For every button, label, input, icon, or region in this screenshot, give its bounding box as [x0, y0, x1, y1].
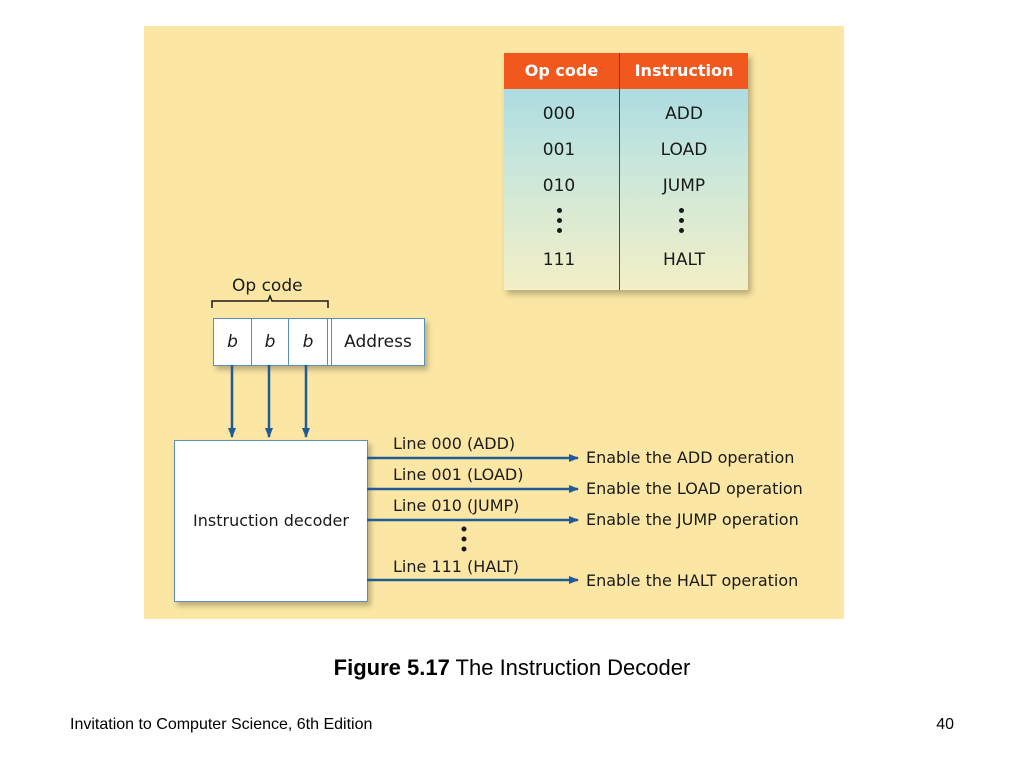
figure-number: Figure 5.17 [333, 655, 450, 680]
table-cell-instruction: LOAD [660, 140, 708, 160]
enable-operation-label: Enable the HALT operation [586, 571, 799, 590]
register-divider [288, 319, 289, 365]
table-ellipsis-dots [679, 208, 685, 238]
table-cell-instruction: JUMP [662, 176, 706, 196]
table-header-instruction: Instruction [620, 53, 748, 89]
opcode-table: Op code Instruction 000 ADD 001 LOAD 010… [504, 53, 748, 290]
register-divider [327, 319, 328, 365]
register-bit-cell: b [227, 332, 238, 352]
decoder-line-label: Line 111 (HALT) [393, 557, 519, 576]
decoder-line-label: Line 010 (JUMP) [393, 496, 520, 515]
table-cell-instruction: HALT [663, 250, 705, 270]
enable-operation-label: Enable the JUMP operation [586, 510, 799, 529]
opcode-brace [211, 293, 329, 308]
register-divider [331, 319, 332, 365]
table-cell-code: 001 [542, 140, 576, 160]
footer-page-number: 40 [936, 716, 954, 733]
register-divider [251, 319, 252, 365]
register-bit-cell: b [264, 332, 276, 352]
register-bit-cell: b [302, 332, 314, 352]
figure-title: The Instruction Decoder [455, 655, 691, 680]
table-cell-code: 111 [542, 250, 576, 270]
decoder-line-label: Line 001 (LOAD) [393, 465, 524, 484]
footer-book-title: Invitation to Computer Science, 6th Edit… [70, 716, 373, 733]
enable-operation-label: Enable the LOAD operation [586, 479, 803, 498]
ellipsis-dot [461, 546, 467, 552]
table-cell-instruction: ADD [665, 104, 703, 124]
table-header-opcode: Op code [504, 53, 619, 89]
figure-caption: Figure 5.17 The Instruction Decoder [0, 655, 1024, 681]
register-address-cell: Address [344, 332, 412, 352]
table-cell-code: 010 [542, 176, 576, 196]
instruction-decoder-box: Instruction decoder [174, 440, 368, 602]
table-ellipsis-dots [557, 208, 563, 238]
decoder-label: Instruction decoder [193, 511, 349, 530]
opcode-bracket-label: Op code [232, 276, 303, 296]
ellipsis-dot [461, 526, 467, 532]
table-column-divider [619, 53, 620, 290]
ellipsis-dot [461, 536, 467, 542]
enable-operation-label: Enable the ADD operation [586, 448, 795, 467]
decoder-line-label: Line 000 (ADD) [393, 434, 516, 453]
table-cell-code: 000 [542, 104, 576, 124]
instruction-register: b b b Address [213, 318, 425, 366]
